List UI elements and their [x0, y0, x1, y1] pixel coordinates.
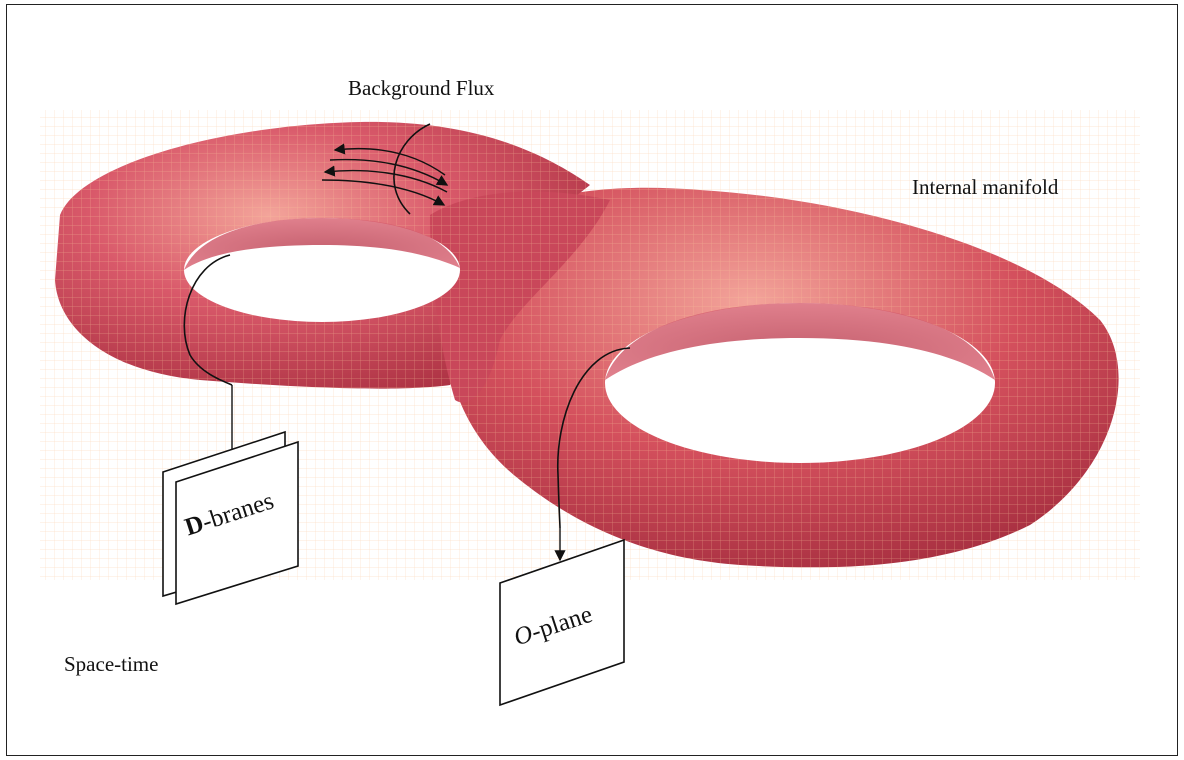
internal-manifold-label: Internal manifold — [912, 175, 1058, 200]
background-flux-label: Background Flux — [348, 76, 494, 101]
space-time-label: Space-time — [64, 652, 158, 677]
